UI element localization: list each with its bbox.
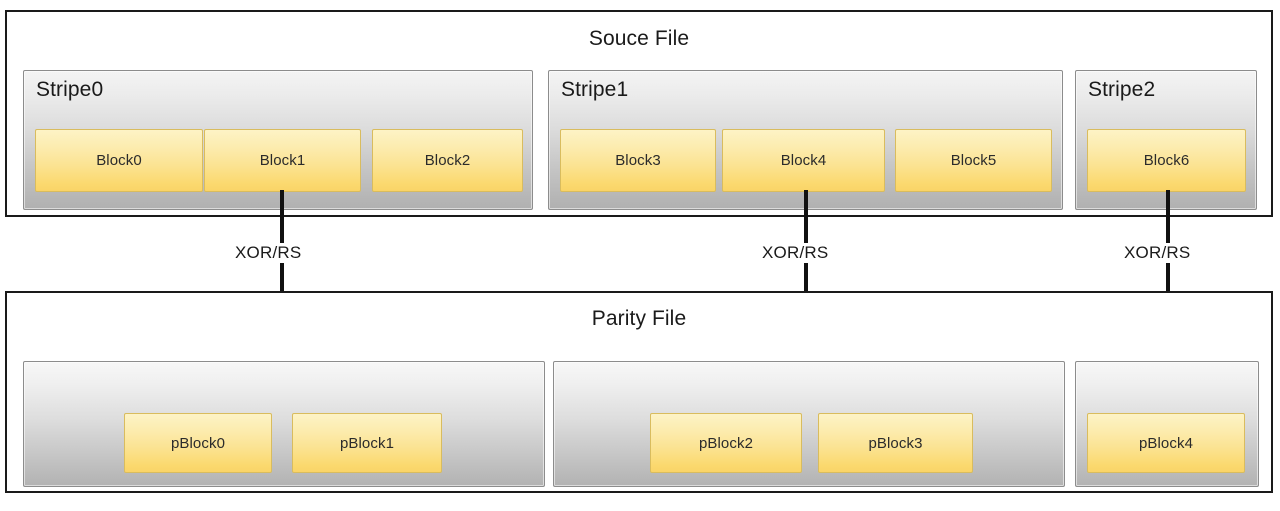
data-block-6-label: Block6 [1143,152,1190,169]
parity-block-4-label: pBlock4 [1138,434,1194,452]
parity-block-3-label: pBlock3 [868,434,923,452]
xor-rs-label-1: XOR/RS [760,243,831,263]
data-block-4: Block4 [722,129,885,192]
parity-block-1-label: pBlock1 [339,434,395,452]
data-block-6: Block6 [1087,129,1246,192]
parity-block-0: pBlock0 [124,413,272,473]
data-block-2-label: Block2 [424,152,471,169]
stripe-1-label: Stripe1 [561,78,629,101]
xor-rs-label-2: XOR/RS [1122,243,1193,263]
parity-group-1 [553,361,1065,487]
stripe-2-label: Stripe2 [1088,78,1156,101]
parity-group-0 [23,361,545,487]
data-block-5: Block5 [895,129,1052,192]
data-block-1-label: Block1 [259,152,306,169]
data-block-3: Block3 [560,129,716,192]
data-block-3-label: Block3 [615,152,661,169]
parity-block-1: pBlock1 [292,413,442,473]
parity-block-3: pBlock3 [818,413,973,473]
data-block-4-label: Block4 [780,152,827,169]
xor-rs-label-0: XOR/RS [233,243,304,263]
parity-block-2-label: pBlock2 [698,434,754,452]
stripe-0-label: Stripe0 [36,78,104,101]
parity-block-0-label: pBlock0 [170,434,226,452]
parity-block-2: pBlock2 [650,413,802,473]
data-block-2: Block2 [372,129,523,192]
data-block-0: Block0 [35,129,203,192]
data-block-5-label: Block5 [950,152,997,169]
parity-file-title: Parity File [591,307,687,330]
data-block-1: Block1 [204,129,361,192]
source-file-title: Souce File [588,27,690,50]
data-block-0-label: Block0 [96,152,142,169]
parity-block-4: pBlock4 [1087,413,1245,473]
